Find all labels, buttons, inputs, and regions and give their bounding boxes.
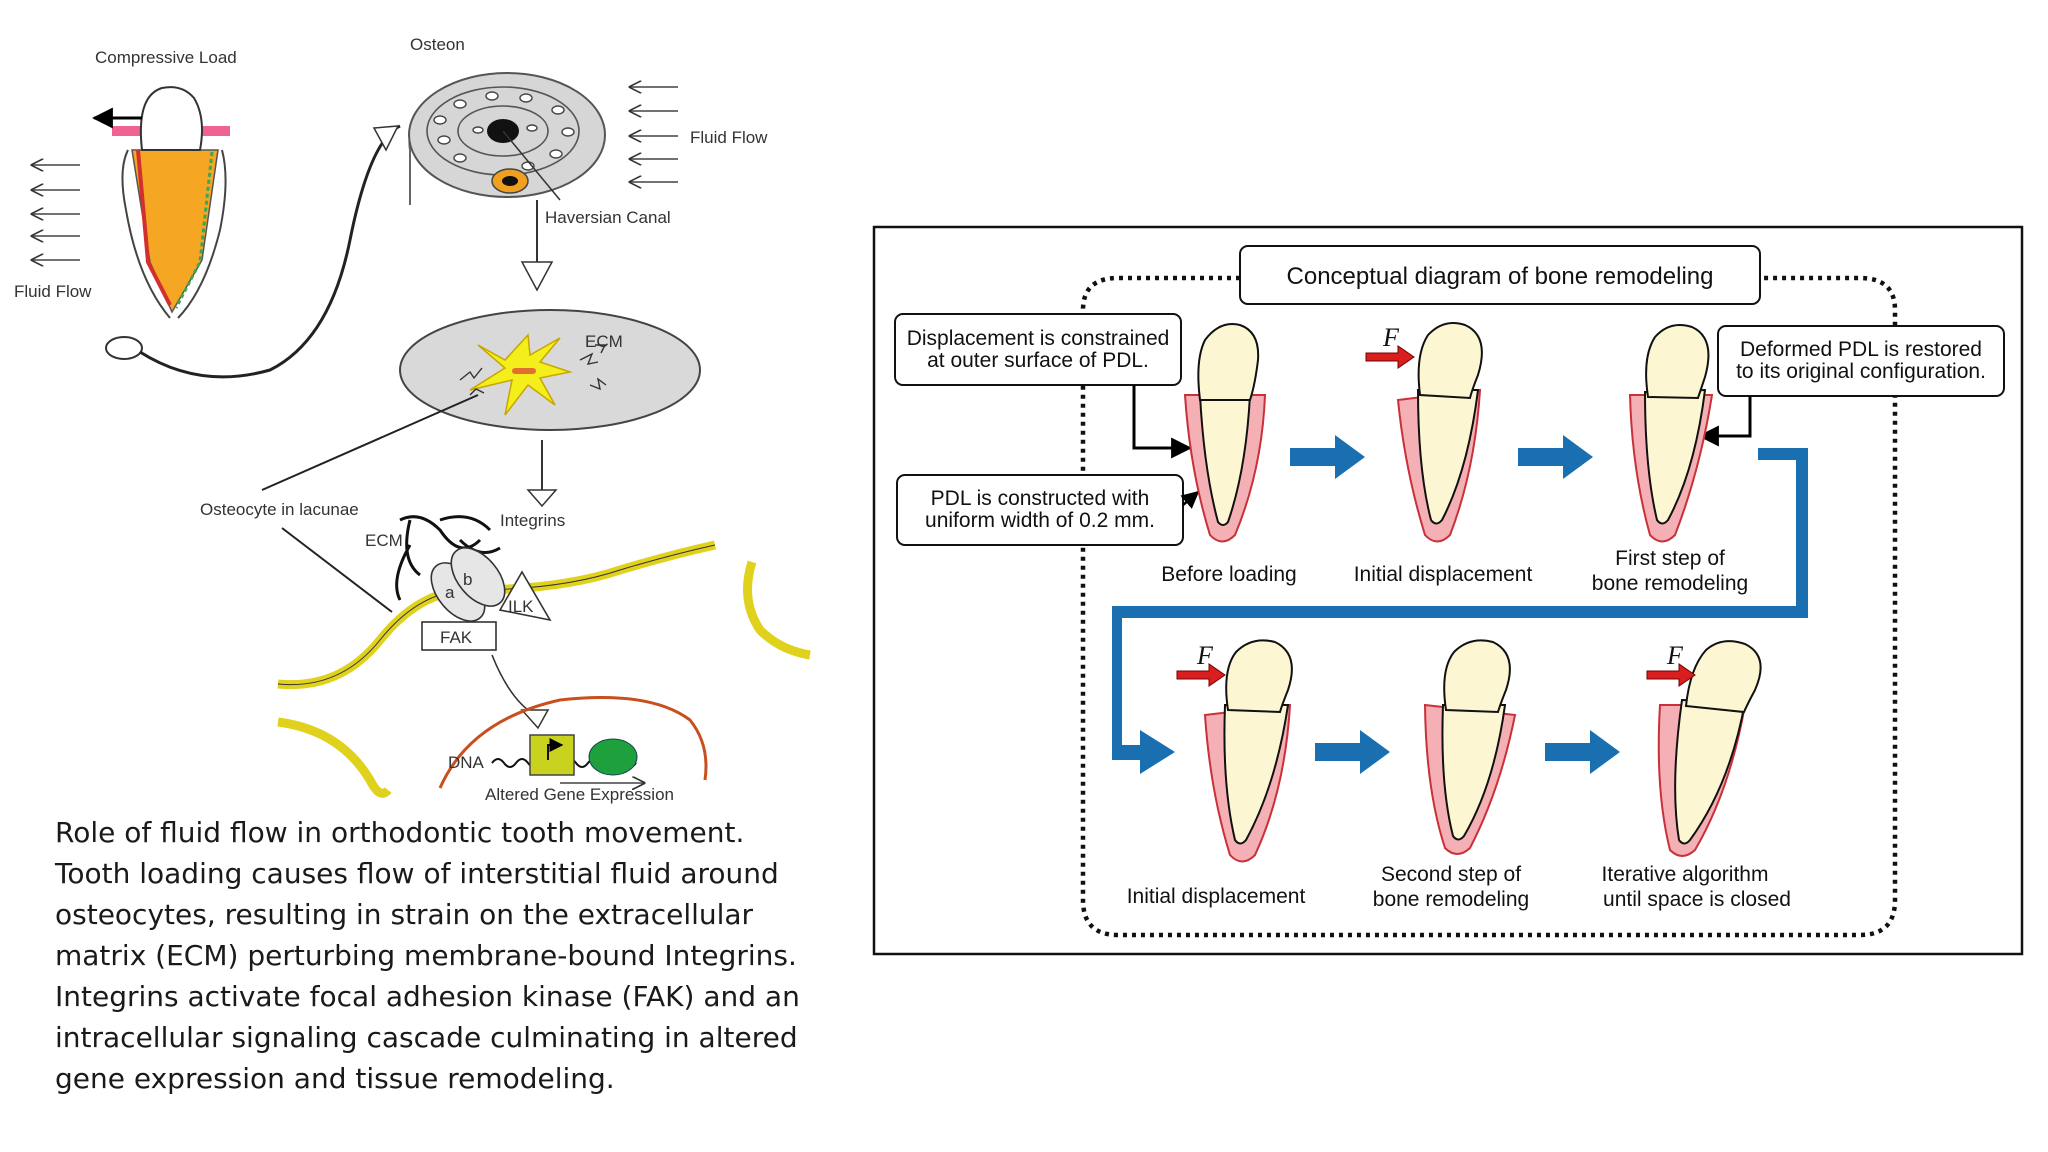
caption-line: matrix (ECM) perturbing membrane-bound I…	[55, 939, 797, 972]
tooth-before-loading	[1183, 323, 1267, 543]
note-deformed-line2: to its original configuration.	[1736, 360, 1986, 383]
note-deformed-box	[1717, 325, 2005, 397]
step-iterative-line1: Iterative algorithm	[1602, 863, 1769, 886]
osteocyte-pointer-2	[281, 527, 393, 613]
tooth-first-step	[1628, 324, 1714, 543]
arrowhead-1	[520, 261, 554, 292]
caption-line: gene expression and tissue remodeling.	[55, 1062, 615, 1095]
diagram-title: Conceptual diagram of bone remodeling	[1287, 263, 1714, 290]
force-arrows	[1176, 345, 1696, 687]
label-fluid-flow-right: Fluid Flow	[690, 128, 768, 147]
fluid-flow-arrows-left	[32, 165, 80, 260]
label-dna: DNA	[448, 753, 485, 772]
right-figure: Conceptual diagram of bone remodeling Di…	[872, 225, 2024, 956]
integrin-cascade	[277, 515, 811, 798]
label-altered-gene: Altered Gene Expression	[485, 785, 674, 804]
label-fak: FAK	[440, 628, 473, 647]
label-compressive-load: Compressive Load	[95, 48, 237, 67]
label-fluid-flow-left: Fluid Flow	[14, 282, 92, 301]
pointer-pdl	[1180, 490, 1200, 509]
note-pdl-box	[896, 474, 1184, 546]
note-pdl-line1: PDL is constructed with	[931, 487, 1150, 510]
label-integrins: Integrins	[500, 511, 565, 530]
tooth-initial-displacement-bottom	[1203, 639, 1293, 863]
step-initial-displacement-bottom: Initial displacement	[1127, 885, 1306, 908]
osteon	[408, 72, 606, 205]
step-before-loading: Before loading	[1161, 563, 1296, 586]
step-second-line1: Second step of	[1381, 863, 1521, 886]
step-first-line2: bone remodeling	[1592, 572, 1748, 595]
force-label-1: F	[1382, 323, 1400, 352]
label-osteocyte: Osteocyte in lacunae	[200, 500, 359, 519]
step-first-line1: First step of	[1615, 547, 1725, 570]
pointer-deformed	[1697, 396, 1752, 447]
label-haversian-canal: Haversian Canal	[545, 208, 671, 227]
label-a: a	[445, 583, 455, 602]
tooth-initial-displacement-top	[1396, 322, 1483, 543]
caption-line: Role of fluid flow in orthodontic tooth …	[55, 816, 745, 849]
fluid-flow-arrows-right	[630, 87, 678, 182]
left-figure: Compressive Load Fluid Flow	[14, 35, 811, 804]
open-arrowhead	[372, 125, 400, 152]
pointer-displacement	[1132, 385, 1193, 459]
force-label-2: F	[1196, 641, 1214, 670]
step-initial-displacement-top: Initial displacement	[1354, 563, 1533, 586]
tooth-second-step	[1423, 639, 1517, 855]
figure-caption: Role of fluid flow in orthodontic tooth …	[55, 812, 835, 1099]
tooth-iterative	[1657, 640, 1762, 857]
caption-line: Integrins activate focal adhesion kinase…	[55, 980, 800, 1013]
ecm-lacuna	[399, 309, 701, 431]
note-displacement-line2: at outer surface of PDL.	[927, 349, 1149, 372]
label-b: b	[463, 570, 472, 589]
blue-step-arrows	[1112, 435, 1808, 774]
note-displacement-box	[894, 313, 1182, 386]
label-osteon: Osteon	[410, 35, 465, 54]
step-second-line2: bone remodeling	[1373, 888, 1529, 911]
label-ecm-top: ECM	[585, 332, 623, 351]
note-pdl-line2: uniform width of 0.2 mm.	[925, 509, 1155, 532]
caption-line: intracellular signaling cascade culminat…	[55, 1021, 798, 1054]
note-deformed-line1: Deformed PDL is restored	[1740, 338, 1982, 361]
tooth-illustration	[91, 86, 230, 319]
label-ilk: ILK	[508, 597, 534, 616]
title-box	[1239, 245, 1761, 305]
osteocyte-pointer	[261, 394, 479, 491]
connector-curve	[139, 124, 401, 379]
step-iterative-line2: until space is closed	[1603, 888, 1791, 911]
label-ecm-mid: ECM	[365, 531, 403, 550]
caption-line: osteocytes, resulting in strain on the e…	[55, 898, 754, 931]
bone-sample-ellipse	[105, 336, 143, 360]
note-displacement-line1: Displacement is constrained	[907, 327, 1170, 350]
arrowhead-2	[526, 489, 558, 508]
force-label-3: F	[1666, 641, 1684, 670]
caption-line: Tooth loading causes flow of interstitia…	[55, 857, 779, 890]
